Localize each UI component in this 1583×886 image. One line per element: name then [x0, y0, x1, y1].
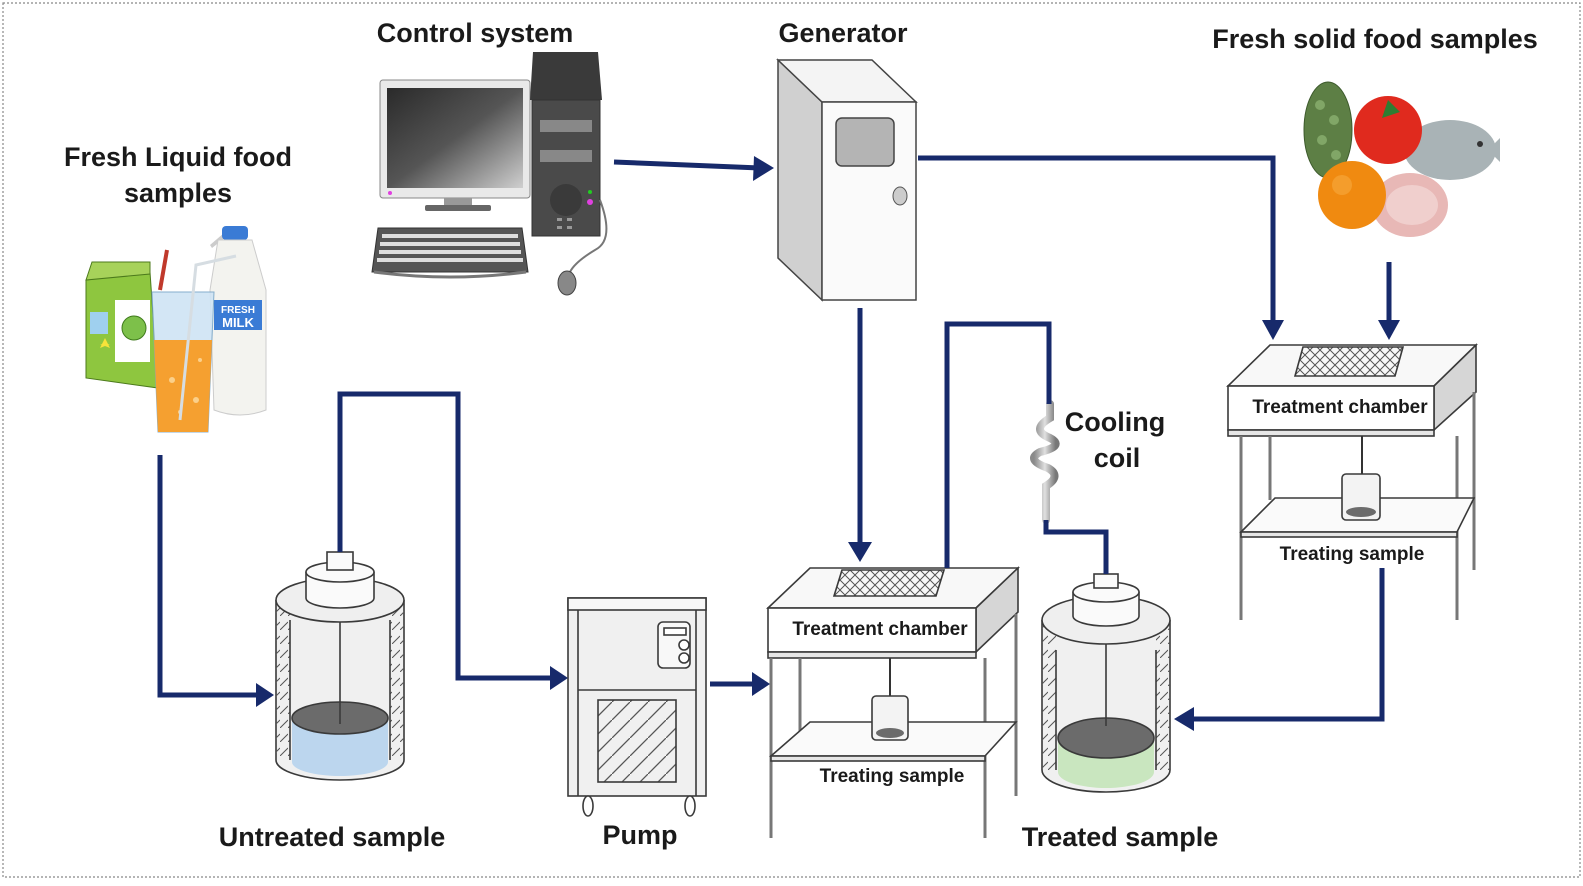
cooling-coil-label-line2: coil [1094, 443, 1141, 473]
arrowhead [1174, 707, 1194, 731]
treatment-chamber-center-icon: Treatment chamber Treating sample [766, 566, 1020, 838]
treatment-chamber-right-label: Treatment chamber [1252, 397, 1428, 418]
pipe-control-to-generator [613, 159, 761, 171]
computer-icon [371, 52, 608, 296]
fresh-liquid-food-label-line1: Fresh Liquid food [64, 142, 292, 172]
arrowhead [550, 666, 568, 690]
milk-label-line2: MILK [222, 315, 254, 330]
untreated-vessel-icon [275, 551, 405, 781]
solid-food-icon [1303, 81, 1500, 237]
flow-pipes [157, 155, 1400, 731]
arrowhead [1262, 320, 1284, 340]
liquid-food-icon: FRESH MILK [85, 226, 267, 433]
fresh-solid-food-label: Fresh solid food samples [1212, 24, 1538, 54]
pump-icon [567, 597, 707, 817]
pipe-generator-to-right-chamber [918, 155, 1276, 326]
arrowhead [1378, 320, 1400, 340]
control-system-label: Control system [377, 18, 574, 48]
fresh-liquid-food-label-line2: samples [124, 178, 232, 208]
treatment-chamber-center-label: Treatment chamber [792, 619, 968, 640]
pump-label: Pump [602, 820, 677, 850]
pipe-chamber-to-coil [944, 321, 1052, 568]
treating-sample-right-label: Treating sample [1280, 544, 1425, 565]
coil-icon [1030, 400, 1060, 524]
arrowhead [848, 542, 872, 562]
generator-cabinet-icon [776, 58, 918, 302]
arrowhead [752, 672, 770, 696]
arrowhead [753, 156, 774, 181]
pipe-right-chamber-to-treated [1190, 568, 1385, 722]
cooling-coil-label-line1: Cooling [1065, 407, 1165, 437]
untreated-sample-label: Untreated sample [219, 822, 446, 852]
milk-label-line1: FRESH [221, 305, 255, 316]
pipe-coil-to-treated [1043, 520, 1109, 574]
pipe-untreated-to-pump [337, 391, 556, 681]
treatment-chamber-right-icon: Treatment chamber Treating sample [1226, 343, 1478, 620]
generator-label: Generator [778, 18, 908, 48]
arrowhead [256, 683, 274, 707]
treating-sample-center-label: Treating sample [820, 766, 965, 787]
treated-sample-label: Treated sample [1022, 822, 1219, 852]
treated-vessel-icon [1041, 573, 1171, 793]
pipe-liquid-to-untreated [157, 455, 262, 698]
